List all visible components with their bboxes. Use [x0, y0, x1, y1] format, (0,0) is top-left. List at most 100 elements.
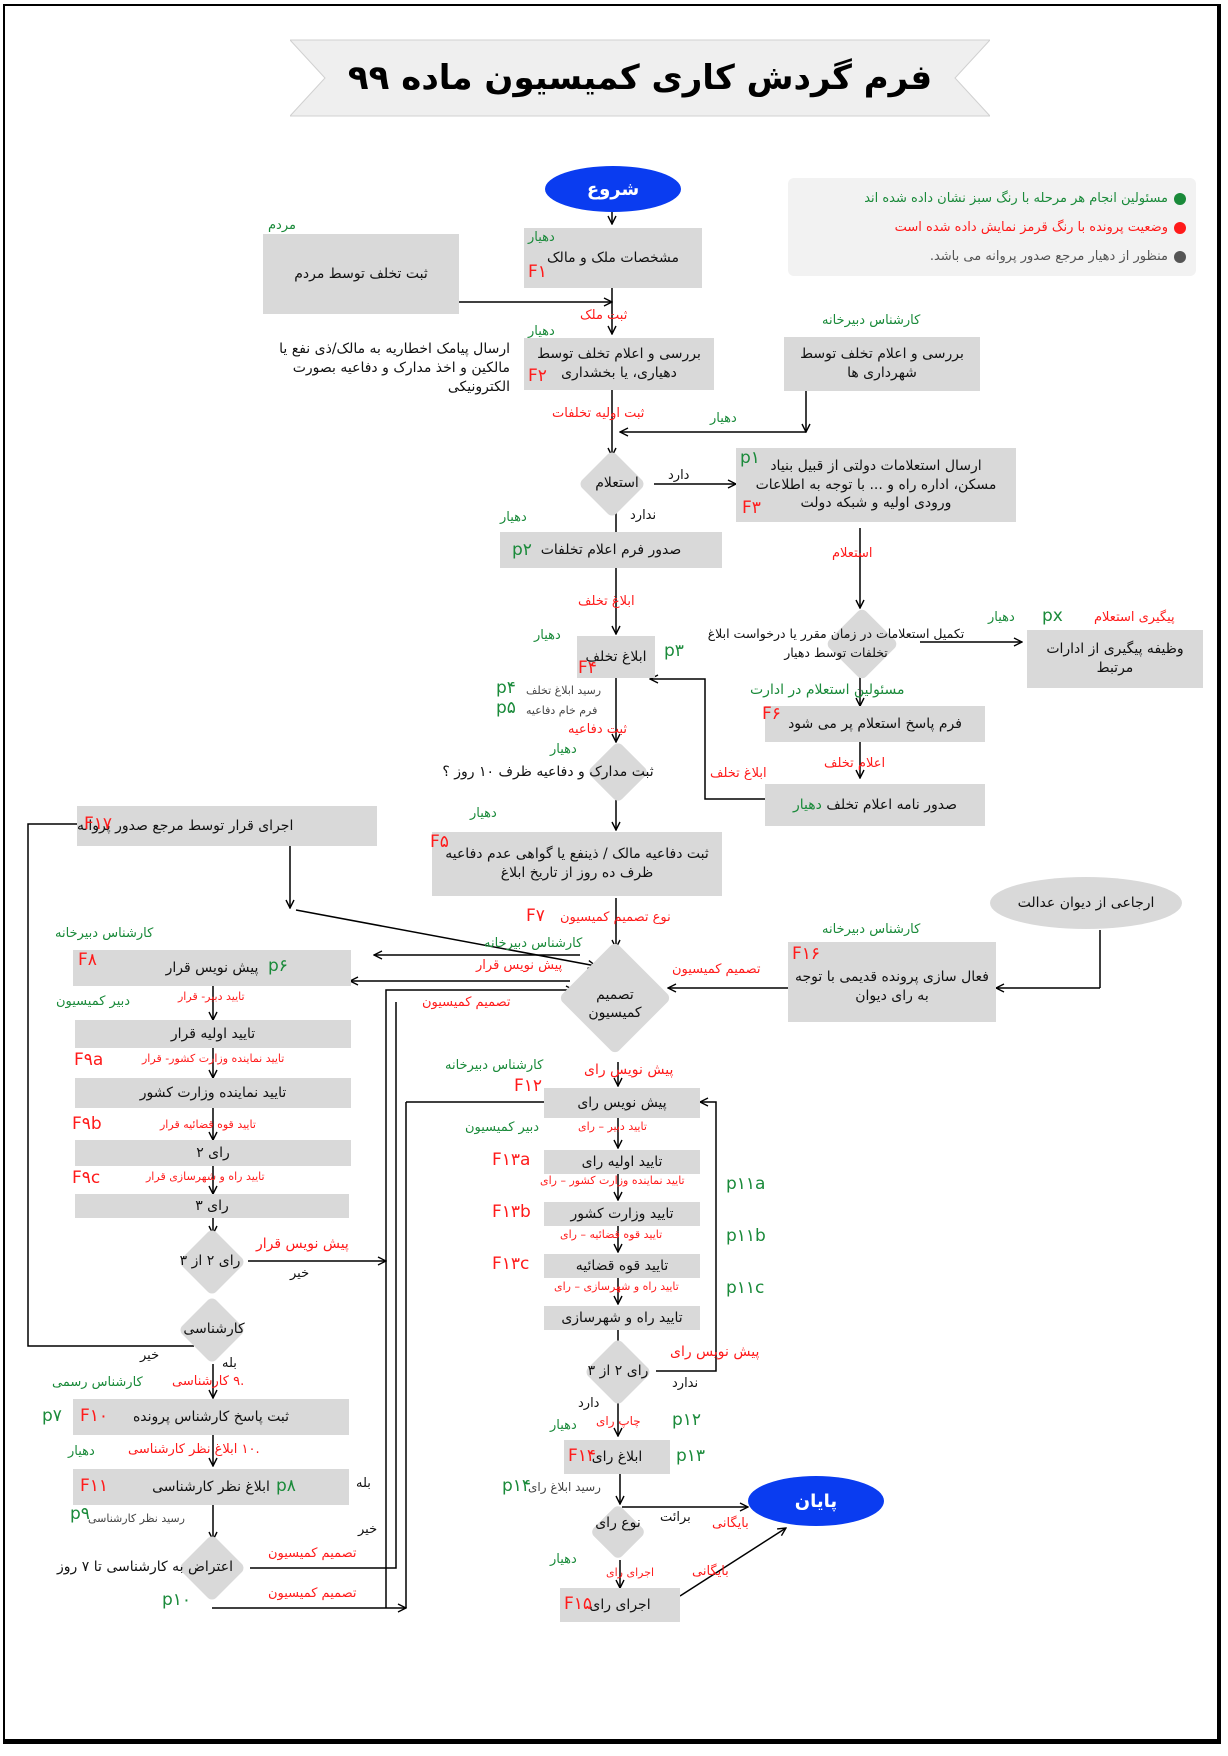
- actor-label: کارشناس دبیرخانه: [822, 922, 921, 937]
- execute-verdict-node[interactable]: اجرای رای: [560, 1588, 680, 1622]
- form-code: F۹b: [72, 1114, 102, 1134]
- status-label: استعلام: [832, 546, 873, 561]
- actor-label: کارشناس دبیرخانه: [445, 1058, 544, 1073]
- form-code: F۱۳b: [492, 1202, 531, 1222]
- followup-duty-node[interactable]: وظیفه پیگیری از ادارات مرتبط: [1027, 630, 1203, 688]
- initial-approval-resolution-node[interactable]: تایید اولیه قرار: [75, 1020, 351, 1048]
- status-label: ابلاغ تخلف: [710, 766, 767, 781]
- status-label: چاپ رای: [596, 1414, 641, 1428]
- expert-response-node[interactable]: ثبت پاسخ کارشناس پرونده: [73, 1399, 349, 1435]
- judiciary-approval-node[interactable]: تایید قوه قضائیه: [544, 1254, 700, 1278]
- process-code: p۱۳: [676, 1446, 706, 1466]
- notify-verdict-node[interactable]: ابلاغ رای: [564, 1440, 670, 1474]
- interior-rep-approval-node[interactable]: تایید نماینده وزارت کشور: [75, 1078, 351, 1108]
- status-label: تصمیم کمیسیون: [422, 995, 511, 1010]
- property-info-node[interactable]: مشخصات ملک و مالک: [524, 228, 702, 288]
- draft-resolution-node[interactable]: پیش نویس قرار: [73, 950, 351, 986]
- actor-label: دبیر کمیسیون: [465, 1120, 540, 1135]
- actor-label: دهیار: [470, 806, 497, 821]
- vote-2-node[interactable]: رای ۲: [75, 1140, 351, 1166]
- start-terminal[interactable]: شروع: [545, 166, 681, 212]
- status-label: تصمیم کمیسیون: [268, 1546, 357, 1561]
- status-label: اجرای رای: [606, 1566, 655, 1579]
- initial-verdict-approval-node[interactable]: تایید اولیه رای: [544, 1150, 700, 1174]
- edge-label: بله: [356, 1476, 371, 1491]
- title-banner: [290, 39, 990, 117]
- receipt-label: رسید نظر کارشناسی: [88, 1512, 185, 1525]
- review-dehyari-node[interactable]: بررسی و اعلام تخلف توسط دهیاری، یا بخشدا…: [524, 338, 714, 390]
- vote-3-node[interactable]: رای ۳: [75, 1194, 349, 1218]
- register-defense-node[interactable]: ثبت دفاعیه مالک / ذینفع یا گواهی عدم دفا…: [432, 832, 722, 896]
- roads-urban-approval-node[interactable]: تایید راه و شهرسازی: [544, 1306, 700, 1330]
- form-code: F۱۱: [80, 1476, 109, 1496]
- process-code: p۱۱a: [726, 1174, 766, 1194]
- legend-text: مسئولین انجام هر مرحله با رنگ سبز نشان د…: [864, 191, 1168, 206]
- actor-label: دهیار: [988, 610, 1015, 625]
- review-municipality-node[interactable]: بررسی و اعلام تخلف توسط شهرداری ها: [784, 337, 980, 391]
- process-code: p۷: [42, 1406, 62, 1426]
- actor-label: کارشناس دبیرخانه: [484, 936, 583, 951]
- status-label: نوع تصمیم کمیسیون: [560, 910, 671, 925]
- process-code: p۱۱b: [726, 1226, 766, 1246]
- draft-verdict-node[interactable]: پیش نویس رای: [544, 1088, 700, 1118]
- issue-violation-form-node[interactable]: صدور فرم اعلام تخلفات: [500, 532, 722, 568]
- edge-label: دارد: [668, 468, 690, 483]
- actor-label: مردم: [268, 218, 296, 233]
- form-code: F۵: [430, 832, 449, 852]
- status-label: بایگانی: [712, 1516, 749, 1531]
- status-label: تایید نماینده وزارت کشور- قرار: [142, 1052, 285, 1065]
- end-terminal[interactable]: پایان: [748, 1476, 884, 1526]
- diamond-label: اعتراض به کارشناسی تا ۷ روز: [57, 1559, 233, 1575]
- status-label: تصمیم کمیسیون: [268, 1586, 357, 1601]
- receipt-label: رسید ابلاغ تخلف: [526, 684, 602, 697]
- inquiry-response-form-node[interactable]: فرم پاسخ استعلام پر می شود: [765, 706, 985, 742]
- edge-label: دارد: [578, 1396, 600, 1411]
- notify-violation-node[interactable]: ابلاغ تخلف: [577, 636, 655, 678]
- form-code: F۹a: [74, 1050, 104, 1070]
- form-code: F۱: [528, 262, 547, 282]
- process-code: p۱: [740, 448, 760, 468]
- edge-label: ندارد: [630, 508, 657, 523]
- receipt-label: رسید ابلاغ رای: [528, 1480, 601, 1494]
- process-code: p۲: [512, 540, 532, 560]
- form-code: F۹c: [72, 1168, 101, 1188]
- edge-label: ندارد: [672, 1376, 699, 1391]
- status-label: تایید راه و شهرسازی – رای: [554, 1280, 679, 1293]
- process-code: p۶: [268, 956, 288, 976]
- gov-inquiries-node[interactable]: ارسال استعلامات دولتی از قبیل بنیاد مسکن…: [736, 448, 1016, 522]
- interior-ministry-approval-node[interactable]: تایید وزارت کشور: [544, 1202, 700, 1226]
- edge-label: برائت: [660, 1510, 691, 1525]
- diamond-label: استعلام: [595, 475, 639, 491]
- process-code: p۱۱c: [726, 1278, 765, 1298]
- court-referral-node[interactable]: ارجاعی از دیوان عدالت: [990, 877, 1182, 929]
- process-code: p۱۲: [672, 1410, 702, 1430]
- people-report-node[interactable]: ثبت تخلف توسط مردم: [263, 234, 459, 314]
- process-code: p۳: [664, 641, 684, 661]
- legend: مسئولین انجام هر مرحله با رنگ سبز نشان د…: [788, 178, 1196, 276]
- status-label: .۹ کارشناسی: [172, 1374, 245, 1389]
- red-dot-icon: [1174, 221, 1186, 234]
- legend-item-responsible: مسئولین انجام هر مرحله با رنگ سبز نشان د…: [798, 184, 1186, 213]
- node-text: صدور نامه اعلام تخلف: [826, 796, 957, 813]
- actor-label: دهیار: [710, 411, 737, 426]
- process-code: px: [1042, 606, 1063, 626]
- actor-label: دهیار: [500, 510, 527, 525]
- edge-label: خیر: [140, 1348, 160, 1363]
- status-label: تصمیم کمیسیون: [672, 962, 761, 977]
- diamond-label: تکمیل استعلامات در زمان مقرر یا درخواست …: [707, 626, 965, 661]
- form-code: F۷: [526, 906, 545, 926]
- edge-label: خیر: [358, 1522, 378, 1537]
- status-label: تایید نماینده وزارت کشور – رای: [540, 1174, 685, 1187]
- form-code: F۴: [578, 658, 597, 678]
- process-code: p۱۰: [162, 1590, 192, 1610]
- notify-expert-opinion-node[interactable]: ابلاغ نظر کارشناسی: [73, 1469, 349, 1505]
- diamond-label: ثبت مدارک و دفاعیه ظرف ۱۰ روز ؟: [442, 764, 654, 780]
- actor-label: کارشناس رسمی: [52, 1375, 143, 1390]
- form-code: F۱۳a: [492, 1150, 531, 1170]
- actor-label: دبیر کمیسیون: [56, 994, 131, 1009]
- execute-resolution-node[interactable]: اجرای قرار توسط مرجع صدور پروانه: [77, 806, 377, 846]
- violation-letter-node[interactable]: صدور نامه اعلام تخلف دهیار: [765, 784, 985, 826]
- form-code: F۱۳c: [492, 1254, 530, 1274]
- status-label: تایید راه و شهرسازی قرار: [146, 1170, 265, 1183]
- reactivate-case-node[interactable]: فعال سازی پرونده قدیمی با توجه به رای دی…: [788, 942, 996, 1022]
